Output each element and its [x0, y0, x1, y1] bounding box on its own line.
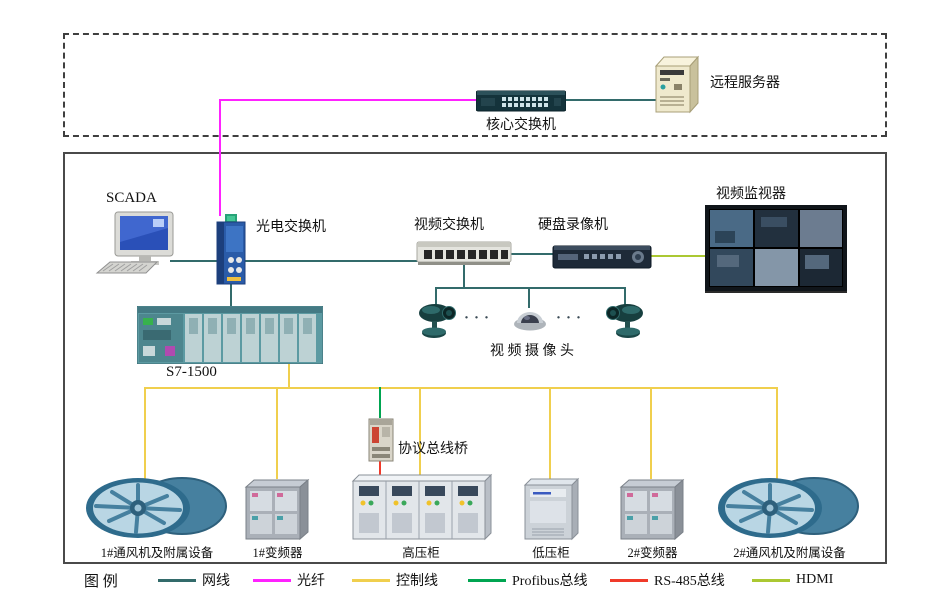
hv-cabinet-label: 高压柜	[402, 546, 440, 560]
ctrl-line-plc-drop	[288, 362, 290, 388]
video-switch-label: 视频交换机	[414, 218, 484, 233]
legend-item-hdmi: HDMI	[752, 571, 833, 589]
remote-server-device	[648, 52, 704, 114]
net-line-camera-bus	[435, 287, 626, 289]
lv-cabinet-device	[522, 477, 580, 541]
net-line-camera1-drop	[435, 287, 437, 305]
legend-swatch-profibus	[468, 578, 506, 582]
fiber-line-horizontal	[219, 99, 478, 101]
legend-item-fiber: 光纤	[253, 571, 325, 589]
dome-camera-device	[512, 307, 548, 331]
cameras-label: 视 频 摄 像 头	[490, 344, 574, 359]
remote-zone-border	[63, 33, 887, 137]
net-line-scada-bus	[170, 260, 418, 262]
dvr-label: 硬盘录像机	[538, 218, 608, 233]
plc-s7-1500-device	[136, 305, 324, 365]
legend-label-rs485: RS-485总线	[654, 574, 725, 589]
scada-label: SCADA	[106, 190, 157, 206]
video-monitor-label: 视频监视器	[716, 187, 786, 202]
net-line-switch-plc	[230, 283, 232, 308]
profibus-line-bus-bridge	[379, 387, 381, 418]
core-switch-device	[475, 89, 567, 113]
fiber-line-vertical	[219, 100, 221, 216]
rs485-line-bridge-hvcabinet	[379, 461, 381, 480]
ctrl-line-hvcabinet-drop	[419, 387, 421, 477]
camera-ellipsis-right: ···	[556, 310, 587, 326]
bullet-camera-1-device	[417, 300, 457, 342]
legend-swatch-rs485	[610, 578, 648, 582]
legend-title: 图 例	[84, 574, 118, 590]
legend-swatch-hdmi	[752, 578, 790, 582]
fan-2-label: 2#通风机及附属设备	[733, 546, 846, 560]
legend-swatch-fiber	[253, 578, 291, 582]
hv-cabinet-device	[351, 473, 493, 541]
optical-switch-label: 光电交换机	[256, 220, 326, 235]
legend-label-fiber: 光纤	[297, 574, 325, 589]
converter-1-label: 1#变频器	[252, 546, 303, 560]
ctrl-line-bus	[144, 387, 778, 389]
core-switch-label: 核心交换机	[486, 118, 556, 133]
lv-cabinet-label: 低压柜	[532, 546, 570, 560]
ctrl-line-fan1-drop	[144, 387, 146, 479]
dvr-device	[552, 243, 652, 271]
legend-label-control: 控制线	[396, 574, 438, 589]
ctrl-line-converter2-drop	[650, 387, 652, 479]
converter-2-device	[617, 477, 687, 541]
legend-swatch-control	[352, 578, 390, 582]
legend-item-control: 控制线	[352, 571, 438, 589]
ctrl-line-converter1-drop	[276, 387, 278, 479]
fan-1-device	[84, 476, 228, 540]
hdmi-line-dvr-monitor	[649, 255, 706, 257]
video-monitor-device	[705, 205, 847, 293]
legend-item-network: 网线	[158, 571, 230, 589]
net-line-coreswitch-server	[564, 99, 658, 101]
video-switch-device	[416, 238, 512, 268]
converter-1-device	[242, 477, 312, 541]
plc-label: S7-1500	[166, 364, 217, 380]
legend-swatch-network	[158, 578, 196, 582]
ctrl-line-fan2-drop	[776, 387, 778, 479]
protocol-bridge-device	[367, 417, 395, 463]
fan-1-label: 1#通风机及附属设备	[100, 546, 214, 560]
net-line-videoswitch-down	[463, 265, 465, 289]
camera-ellipsis-left: ···	[464, 310, 495, 326]
local-zone-border	[63, 152, 887, 564]
net-line-dome-drop	[528, 287, 530, 308]
legend-label-hdmi: HDMI	[796, 572, 834, 587]
bullet-camera-2-device	[605, 300, 645, 342]
converter-2-label: 2#变频器	[627, 546, 678, 560]
net-line-camera2-drop	[624, 287, 626, 305]
fan-2-device	[716, 476, 860, 540]
ctrl-line-lvcabinet-drop	[549, 387, 551, 479]
scada-workstation-device	[95, 210, 180, 278]
legend-item-profibus: Profibus总线	[468, 571, 587, 589]
legend-item-rs485: RS-485总线	[610, 571, 725, 589]
optical-switch-device	[212, 214, 250, 288]
legend-label-profibus: Profibus总线	[512, 574, 588, 589]
remote-server-label: 远程服务器	[710, 76, 780, 91]
legend-label-network: 网线	[202, 574, 230, 589]
protocol-bridge-label: 协议总线桥	[398, 442, 468, 457]
net-line-videoswitch-dvr	[508, 253, 556, 255]
